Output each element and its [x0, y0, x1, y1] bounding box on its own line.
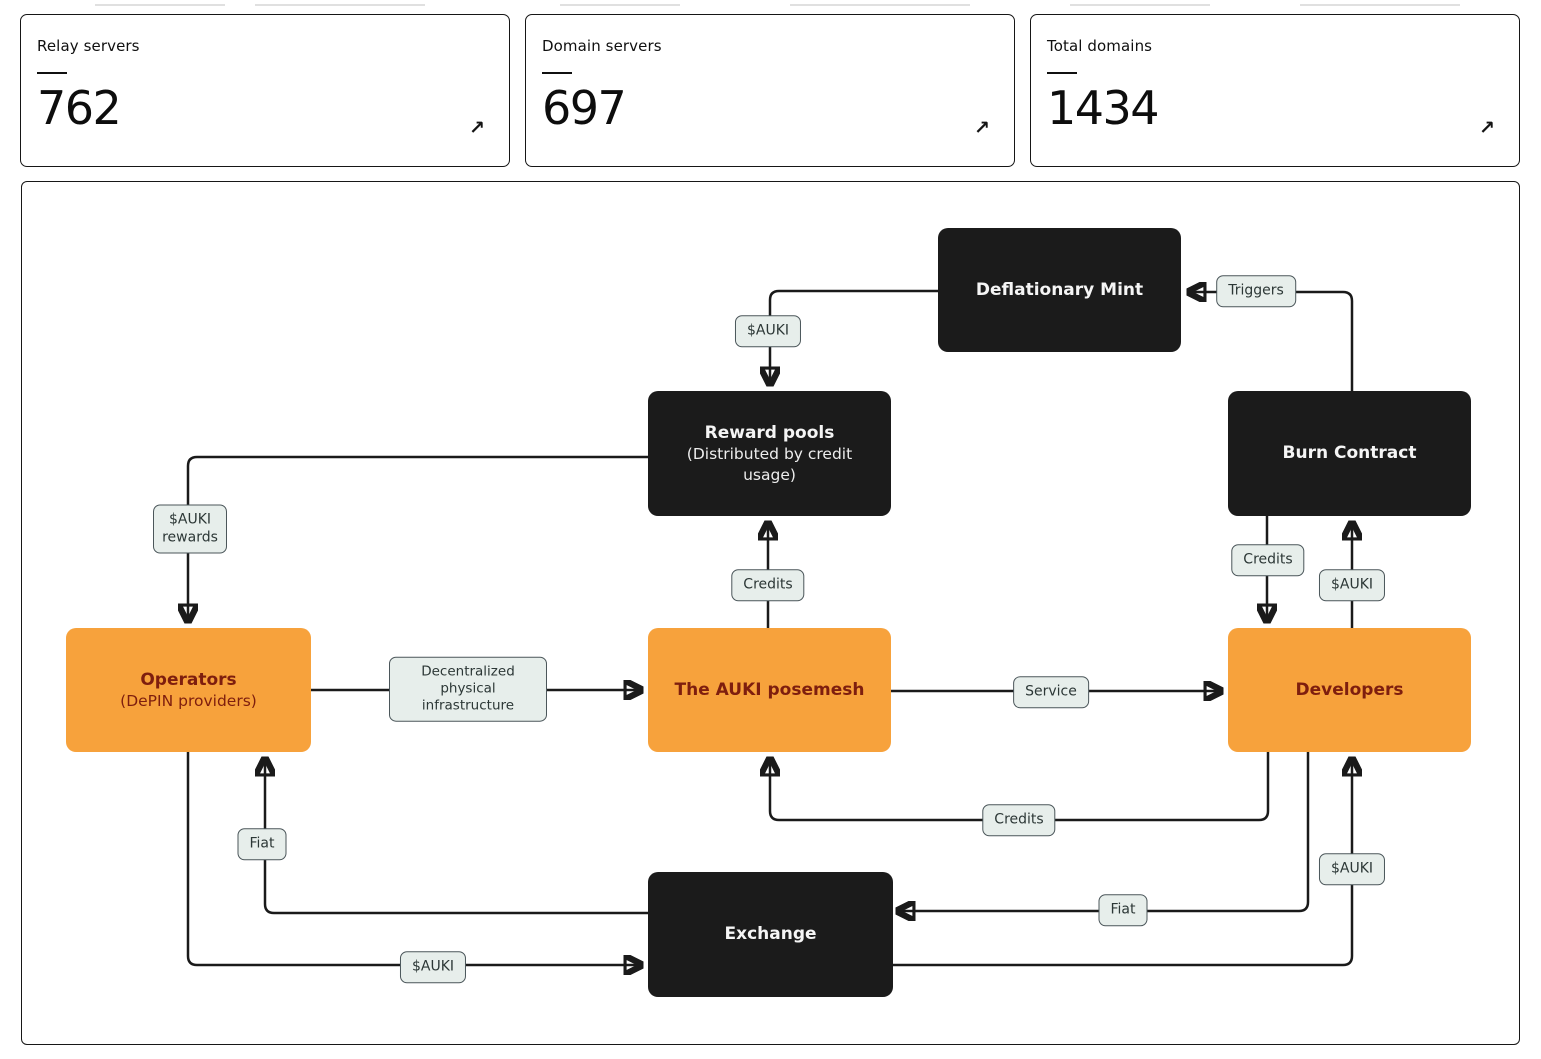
- edge-label-auki: $AUKI: [1318, 853, 1386, 885]
- stat-card-total-domains[interactable]: Total domains 1434 ↗: [1030, 14, 1520, 167]
- node-title: Deflationary Mint: [975, 279, 1144, 300]
- edge-label-service: Service: [1013, 676, 1089, 708]
- node-subtitle: (DePIN providers): [120, 691, 257, 710]
- node-exchange[interactable]: Exchange: [648, 872, 893, 997]
- stat-card-value: 697: [542, 81, 627, 135]
- node-developers[interactable]: Developers: [1228, 628, 1471, 752]
- stat-card-label: Total domains: [1047, 37, 1153, 55]
- stat-card-label: Domain servers: [542, 37, 662, 55]
- edge-label-triggers: Triggers: [1216, 275, 1296, 307]
- edge-label-depin-infrastructure: Decentralized physical infrastructure: [389, 656, 547, 722]
- node-deflationary-mint[interactable]: Deflationary Mint: [938, 228, 1181, 352]
- node-burn-contract[interactable]: Burn Contract: [1228, 391, 1471, 516]
- node-title: Burn Contract: [1282, 443, 1417, 464]
- node-subtitle: (Distributed by credit usage): [686, 445, 853, 484]
- stat-card-relay-servers[interactable]: Relay servers 762 ↗: [20, 14, 510, 167]
- external-link-icon[interactable]: ↗: [1479, 117, 1495, 139]
- edge-label-credits: Credits: [1231, 544, 1305, 576]
- node-reward-pools[interactable]: Reward pools (Distributed by credit usag…: [648, 391, 891, 516]
- cropped-edge-artifact: [0, 2, 1541, 8]
- stat-card-value: 1434: [1047, 81, 1160, 135]
- external-link-icon[interactable]: ↗: [469, 117, 485, 139]
- node-title: Developers: [1295, 679, 1404, 700]
- stat-card-label: Relay servers: [37, 37, 140, 55]
- stat-card-value: 762: [37, 81, 122, 135]
- edge-label-auki: $AUKI: [734, 315, 802, 347]
- edge-label-auki: $AUKI: [1318, 569, 1386, 601]
- node-title: Reward pools: [704, 423, 835, 444]
- stat-card-dash: [37, 72, 67, 74]
- edge-label-auki: $AUKI: [399, 951, 467, 983]
- node-operators[interactable]: Operators (DePIN providers): [66, 628, 311, 752]
- edge-label-credits: Credits: [982, 804, 1056, 836]
- edge-label-auki-rewards: $AUKI rewards: [153, 504, 227, 554]
- stat-card-dash: [1047, 72, 1077, 74]
- external-link-icon[interactable]: ↗: [974, 117, 990, 139]
- node-title: Exchange: [724, 924, 817, 945]
- edge-label-fiat: Fiat: [1098, 894, 1148, 926]
- node-title: The AUKI posemesh: [674, 679, 865, 700]
- node-auki-posemesh[interactable]: The AUKI posemesh: [648, 628, 891, 752]
- node-title: Operators: [140, 669, 237, 690]
- edge-label-fiat: Fiat: [237, 828, 287, 860]
- edge-label-credits: Credits: [731, 569, 805, 601]
- stat-card-dash: [542, 72, 572, 74]
- stat-card-domain-servers[interactable]: Domain servers 697 ↗: [525, 14, 1015, 167]
